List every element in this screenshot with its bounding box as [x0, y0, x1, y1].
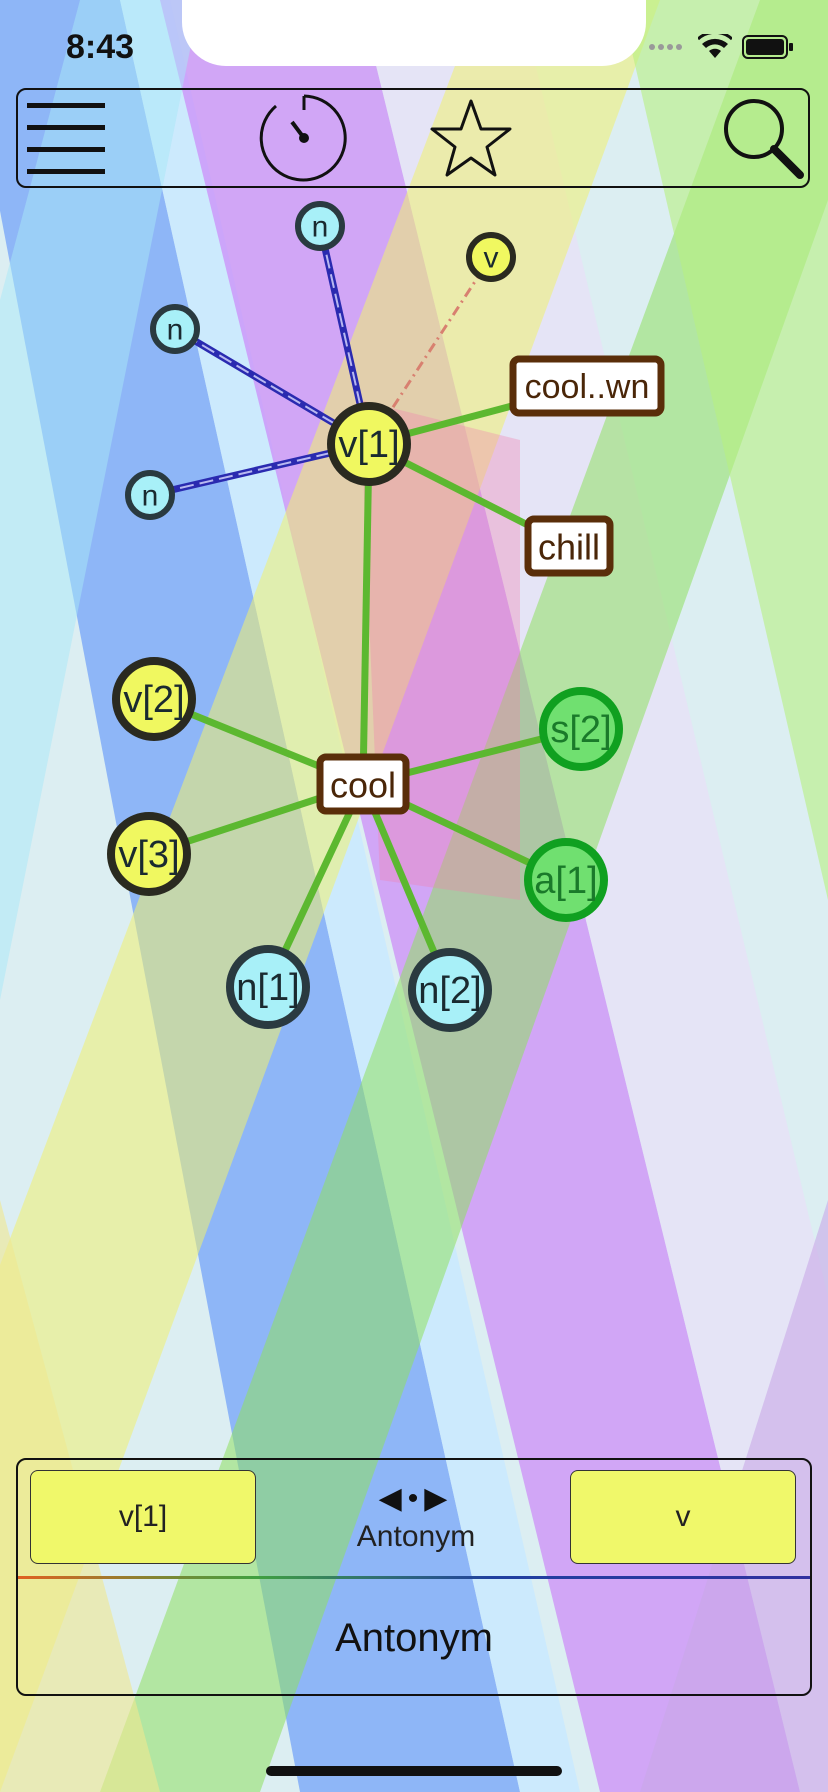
- edge-v1-cool: [359, 443, 373, 785]
- node-n_mid[interactable]: n: [150, 304, 200, 354]
- node-label-v2: v[2]: [123, 679, 184, 721]
- node-label-n1: n[1]: [236, 967, 299, 1009]
- status-time: 8:43: [66, 28, 135, 66]
- node-shape-cool: [316, 753, 410, 815]
- node-n_top[interactable]: n: [295, 201, 345, 251]
- panel-divider: [18, 1576, 810, 1579]
- node-n2[interactable]: n[2]: [408, 948, 492, 1032]
- search-icon: [724, 99, 804, 179]
- node-n1[interactable]: n[1]: [226, 945, 310, 1029]
- node-shape-v1: [327, 402, 411, 486]
- node-label-n_low: n: [142, 480, 159, 513]
- node-shape-n2: [408, 948, 492, 1032]
- signal-icon: [648, 40, 688, 58]
- node-label-v1: v[1]: [338, 424, 399, 466]
- node-v3[interactable]: v[3]: [107, 812, 191, 896]
- battery-icon: [742, 34, 794, 64]
- dot-icon: •: [407, 1482, 425, 1515]
- node-chill[interactable]: chill: [524, 515, 614, 577]
- relation-label: Antonym: [356, 1520, 476, 1553]
- top-toolbar: [16, 88, 810, 188]
- node-shape-v_top: [466, 232, 516, 282]
- node-v_top[interactable]: v: [466, 232, 516, 282]
- node-coolwn[interactable]: cool..wn: [509, 355, 665, 417]
- relation-navigator: ◀•▶ Antonym: [318, 1484, 514, 1554]
- wifi-icon: [696, 30, 734, 65]
- star-icon: [430, 99, 512, 177]
- node-n_low[interactable]: n: [125, 470, 175, 520]
- node-s2[interactable]: s[2]: [539, 687, 623, 771]
- search-button[interactable]: [718, 90, 808, 186]
- relation-arrows: ◀•▶: [318, 1484, 514, 1514]
- node-shape-n_top: [295, 201, 345, 251]
- node-shape-n1: [226, 945, 310, 1029]
- node-label-n_top: n: [312, 211, 329, 244]
- node-shape-chill: [524, 515, 614, 577]
- timer-button[interactable]: [254, 90, 354, 186]
- node-shape-a1: [524, 838, 608, 922]
- favorite-button[interactable]: [424, 90, 518, 186]
- menu-button[interactable]: [24, 90, 108, 186]
- node-label-a1: a[1]: [534, 860, 597, 902]
- edge-v1-n_mid: [174, 328, 370, 445]
- node-label-s2: s[2]: [550, 709, 611, 751]
- node-label-n2: n[2]: [418, 970, 481, 1012]
- node-shape-s2: [539, 687, 623, 771]
- node-a1[interactable]: a[1]: [524, 838, 608, 922]
- home-indicator[interactable]: [266, 1766, 562, 1776]
- device-notch: [182, 0, 646, 66]
- status-icons: [648, 30, 794, 65]
- node-v1[interactable]: v[1]: [327, 402, 411, 486]
- graph-nodes: n v n n v[1] cool..wn chill cool v[2] v[3] s[2] a[1…: [107, 201, 665, 1032]
- source-word-button[interactable]: v[1]: [30, 1470, 256, 1564]
- edge-v1-n_top: [319, 225, 370, 445]
- node-label-cool: cool: [330, 765, 396, 806]
- node-shape-coolwn: [509, 355, 665, 417]
- node-label-v_top: v: [484, 242, 499, 275]
- graph-edges: [147, 225, 588, 992]
- node-label-v3: v[3]: [118, 834, 179, 876]
- previous-arrow-icon[interactable]: ◀: [378, 1482, 408, 1515]
- edge-v1-n_low: [149, 443, 370, 496]
- node-label-chill: chill: [538, 527, 600, 568]
- target-word-button[interactable]: v: [570, 1470, 796, 1564]
- relation-title: Antonym: [335, 1615, 493, 1660]
- node-label-n_mid: n: [167, 314, 184, 347]
- node-shape-v2: [112, 657, 196, 741]
- node-cool[interactable]: cool: [316, 753, 410, 815]
- node-shape-v3: [107, 812, 191, 896]
- node-shape-n_mid: [150, 304, 200, 354]
- node-shape-n_low: [125, 470, 175, 520]
- hamburger-menu-icon: [27, 103, 105, 174]
- node-label-coolwn: cool..wn: [525, 368, 650, 406]
- node-v2[interactable]: v[2]: [112, 657, 196, 741]
- timer-icon: [259, 94, 347, 182]
- relation-panel: v[1] ◀•▶ Antonym v Antonym: [16, 1458, 812, 1696]
- next-arrow-icon[interactable]: ▶: [424, 1482, 454, 1515]
